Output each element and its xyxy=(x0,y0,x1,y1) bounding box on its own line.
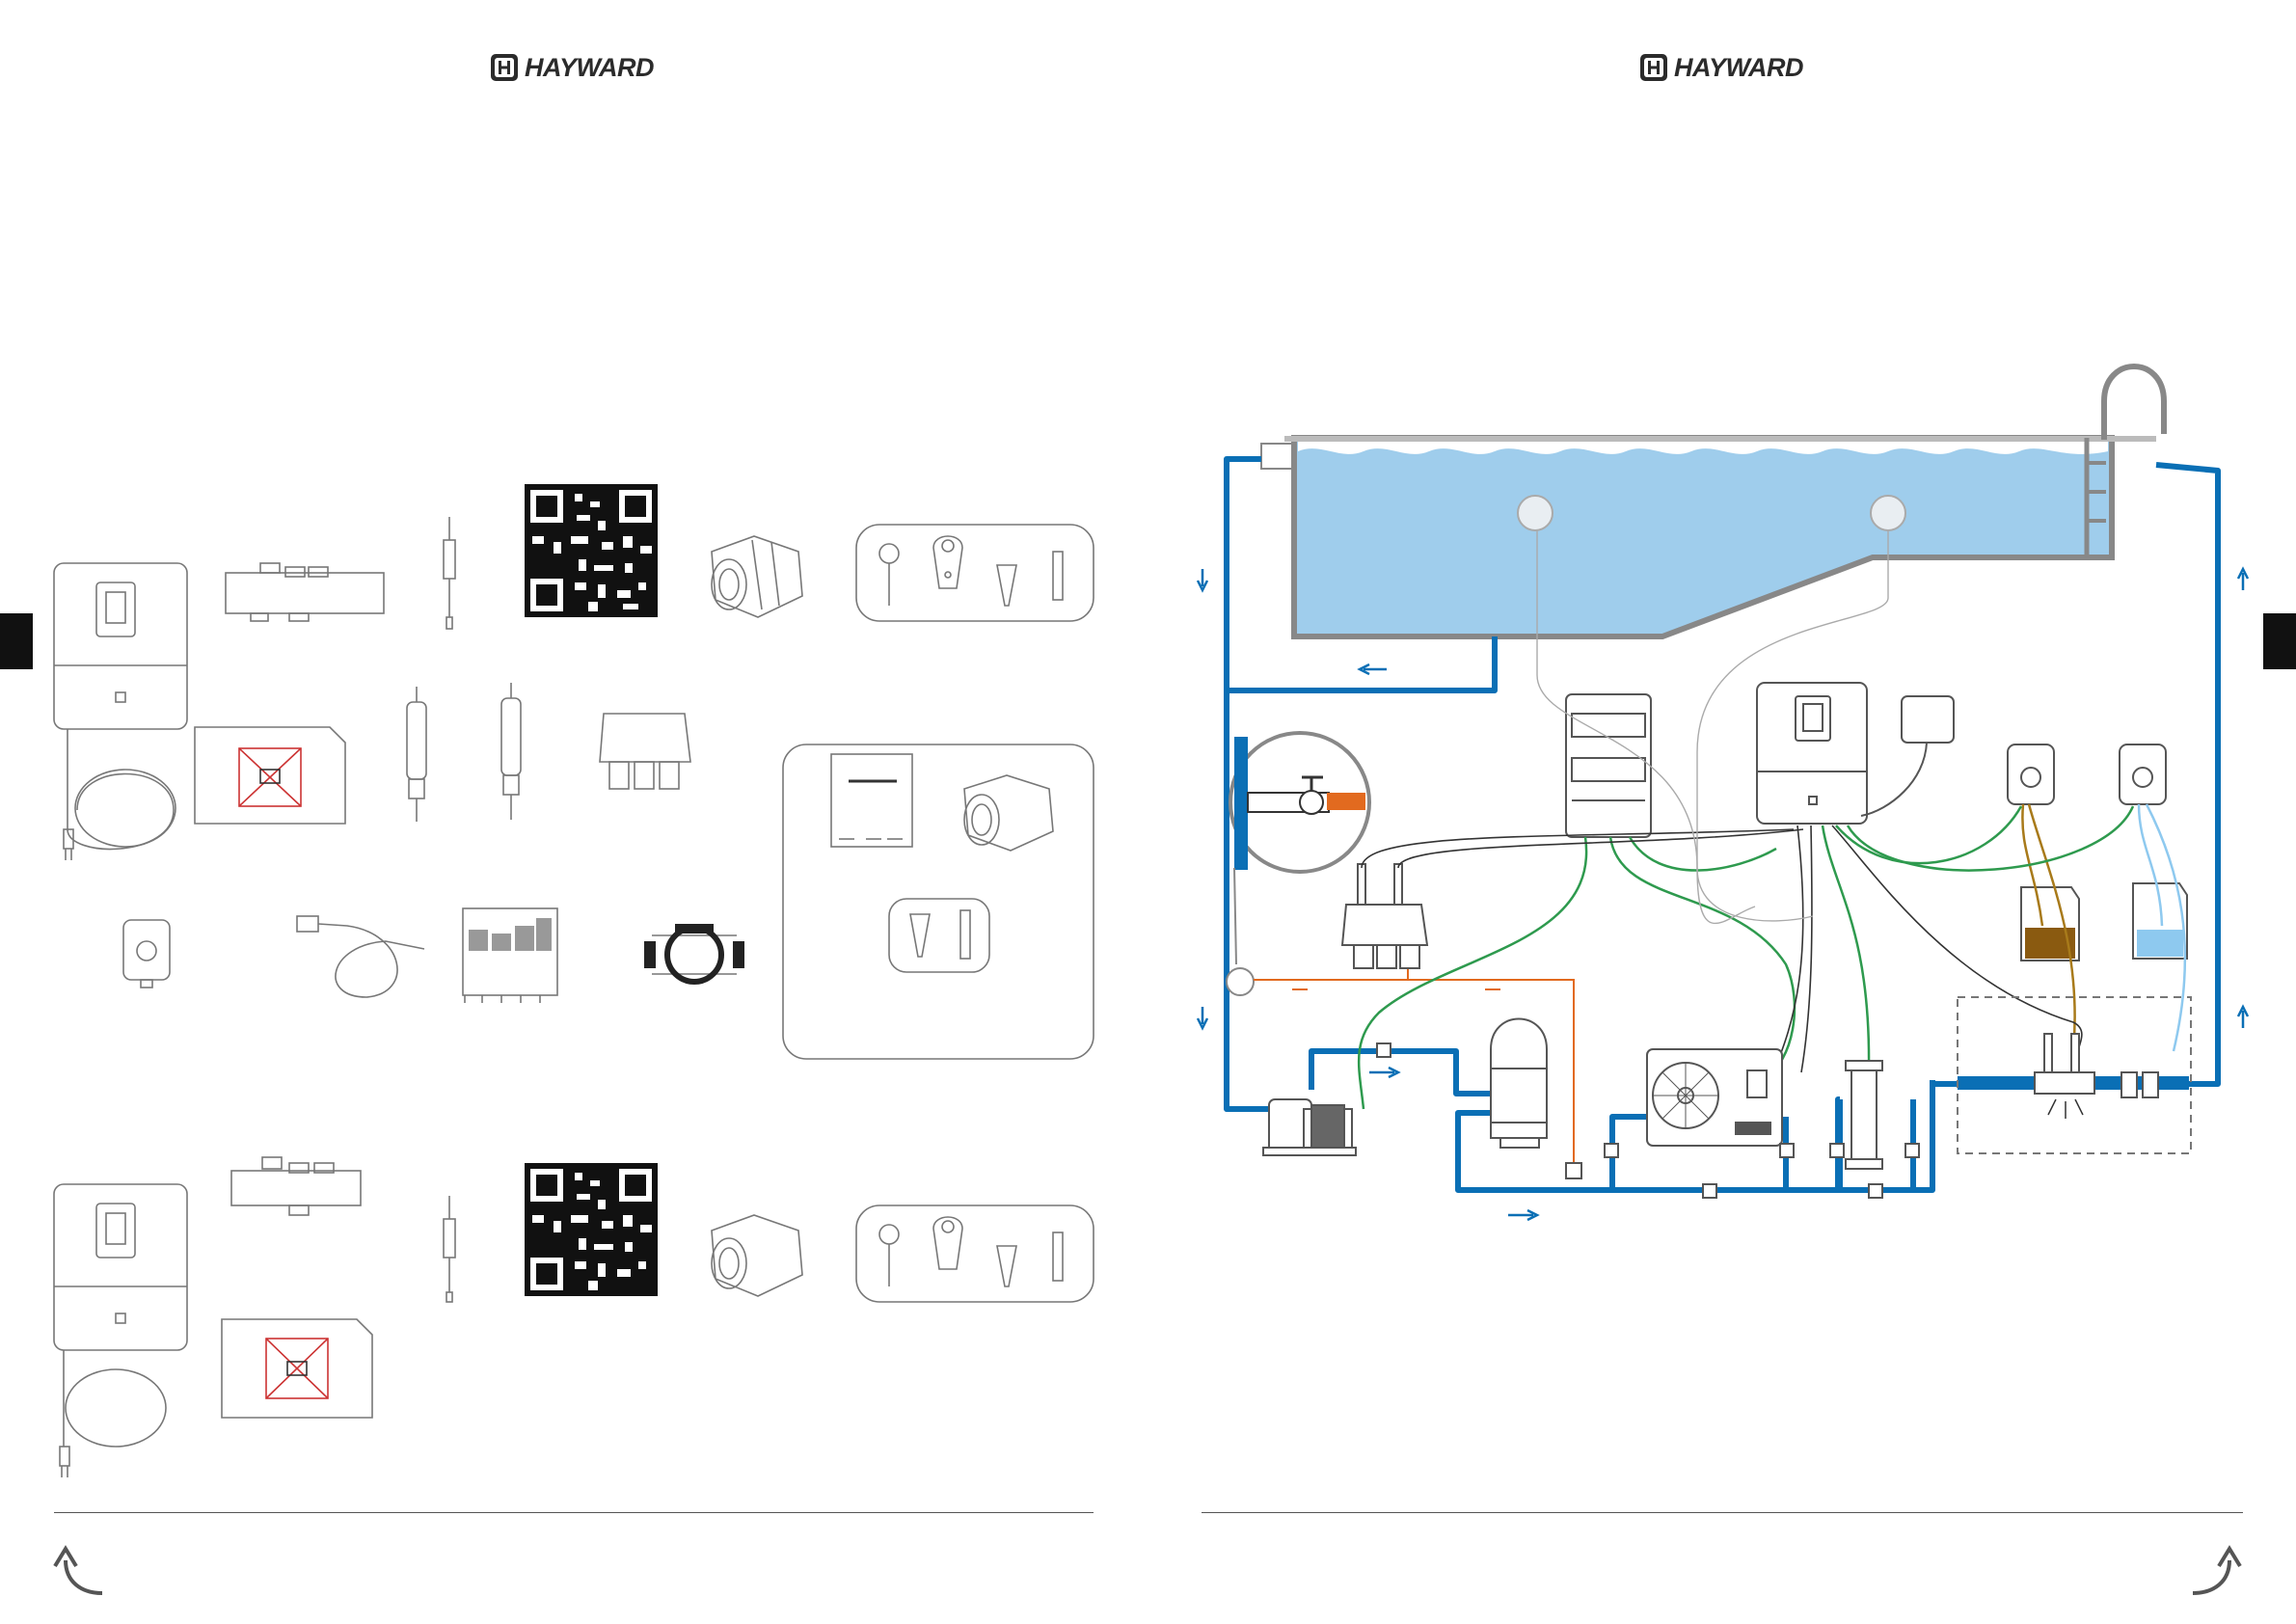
pool-basin xyxy=(1294,438,2112,636)
wifi-module xyxy=(1861,696,1954,816)
temperature-sensor-kit-b xyxy=(444,1196,455,1302)
installation-schematic xyxy=(1198,366,2248,1220)
dosing-pump-ph xyxy=(2008,744,2054,804)
electrical-panel xyxy=(1566,694,1651,837)
optional-module-panel xyxy=(783,744,1094,1059)
pool-ladder xyxy=(2104,366,2164,440)
sand-filter xyxy=(1491,1019,1547,1149)
pool-coping xyxy=(1284,436,2156,442)
dosing-pump-small xyxy=(123,920,170,988)
dosing-pump-chlorine xyxy=(2120,744,2166,804)
pool-light-right xyxy=(1871,496,1905,530)
cable-gland-kit-b xyxy=(712,1215,802,1296)
skimmer xyxy=(1261,444,1292,469)
qr-code-bottom xyxy=(525,1163,658,1296)
cable-gland xyxy=(712,536,802,617)
valve-small xyxy=(1227,968,1254,995)
ph-probe xyxy=(407,687,426,822)
uv-lamp xyxy=(1846,1061,1882,1169)
drilling-template-kit-b xyxy=(222,1319,372,1418)
heat-pump xyxy=(1647,1049,1782,1146)
orp-probe xyxy=(501,683,521,820)
probe-manifold xyxy=(1342,864,1427,968)
injection-manifold xyxy=(600,714,690,789)
signal-cables xyxy=(1362,826,2082,1072)
qr-code-top xyxy=(525,484,658,617)
pool-light-left xyxy=(1518,496,1553,530)
tank-ph-reducer xyxy=(2021,887,2079,961)
mounting-hardware-panel-kit-b xyxy=(856,1205,1094,1302)
circulation-pump xyxy=(1263,1099,1356,1155)
flow-sensor-with-cable xyxy=(297,916,424,997)
mounting-hardware-panel xyxy=(856,525,1094,621)
temperature-sensor xyxy=(444,517,455,629)
pipe-saddle-clamp xyxy=(644,924,744,982)
relay-expansion-card xyxy=(463,908,557,1003)
probe-holder-rail-kit-b xyxy=(231,1157,361,1215)
probe-holder-rail xyxy=(226,563,384,621)
drilling-template-sheet xyxy=(195,727,345,824)
main-controller xyxy=(1757,683,1867,824)
control-unit-with-power-cable xyxy=(54,563,187,860)
control-unit-kit-b xyxy=(54,1184,187,1477)
